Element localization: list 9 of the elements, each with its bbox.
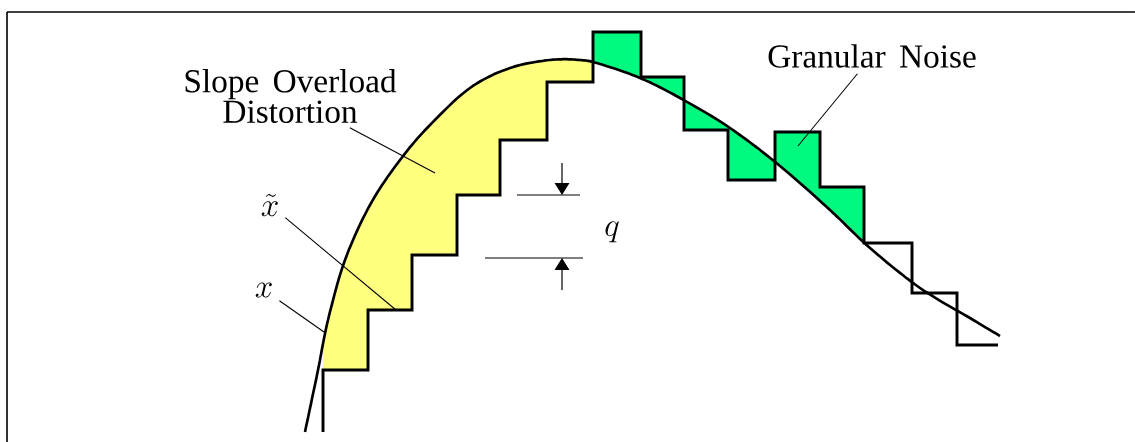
leader-line [278,300,325,333]
variable-label: $\tilde{x}$ [261,194,278,217]
dimension-label: $q$ [605,221,619,243]
leader-line [349,127,436,174]
variable-label: $x$ [255,282,272,298]
callout-text: Slope Overload Distortion [185,69,397,123]
leader-line [284,217,397,311]
leader-line [797,73,858,147]
callout-text: Granular Noise [768,44,976,68]
